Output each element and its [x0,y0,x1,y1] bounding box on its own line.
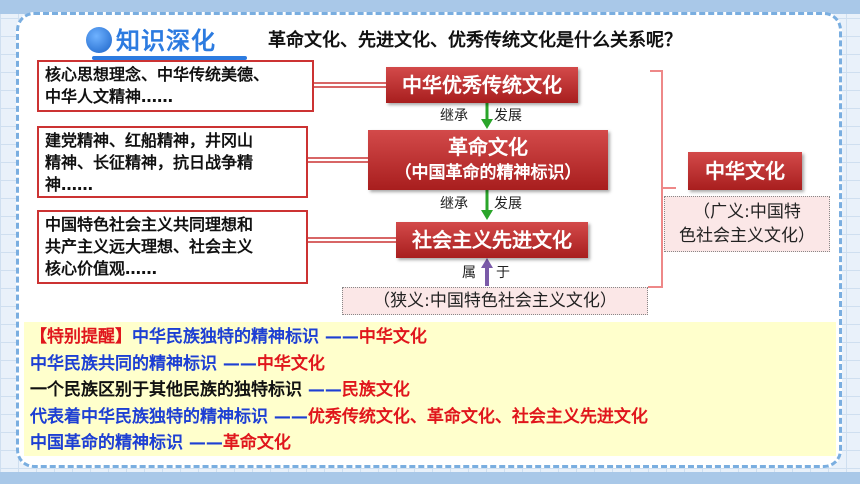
note-revolutionary: 建党精神、红船精神，井冈山 精神、长征精神，抗日战争精 神…… [37,126,308,198]
section-title-underline [92,56,247,60]
revolutionary-title: 革命文化 [448,135,528,159]
link2-left-label: 继承 [440,196,468,212]
reminder-row: 代表着中华民族独特的精神标识 ——优秀传统文化、革命文化、社会主义先进文化 [30,404,830,431]
note-traditional: 核心思想理念、中华传统美德、 中华人文精神…… [37,60,314,112]
section-title-text: 知识深化 [116,27,216,55]
link1-left-label: 继承 [440,108,468,124]
question-text: 革命文化、先进文化、优秀传统文化是什么关系呢？ [268,30,682,51]
reminder-result: 革命文化 [222,433,291,453]
link2-right-label: 发展 [494,196,522,212]
reminder-result: 民族文化 [341,380,410,400]
note-line: 建党精神、红船精神，井冈山 [45,131,254,150]
reminder-prefix: 【特别提醒】 [30,327,132,347]
note-socialist: 中国特色社会主义共同理想和 共产主义远大理想、社会主义 核心价值观…… [37,210,308,284]
reminder-dash: —— [302,380,342,400]
special-reminder-panel: 【特别提醒】中华民族独特的精神标识 ——中华文化 中华民族共同的精神标识 ——中… [24,322,836,456]
note-line: 核心思想理念、中华传统美德、 [45,65,270,84]
note-line: 中国特色社会主义共同理想和 [45,215,254,234]
section-title: 知识深化 [86,24,246,58]
box-chinese-culture: 中华文化 [688,152,802,190]
reminder-text: 中华民族共同的精神标识 [30,353,217,374]
reminder-result: 中华文化 [256,353,325,374]
link3-left-label: 属 [462,265,476,281]
box-traditional-culture: 中华优秀传统文化 [386,67,578,103]
reminder-text: 中国革命的精神标识 [30,433,183,453]
note-line: 中华人文精神…… [45,87,174,106]
link1-right-label: 发展 [494,108,522,124]
reminder-dash: —— [319,327,359,347]
reminder-text: 中华民族独特的精神标识 [132,327,319,347]
box-revolutionary-culture: 革命文化 （中国革命的精神标识） [368,130,608,190]
note-line: 精神、长征精神，抗日战争精 [45,153,254,172]
reminder-dash: —— [183,433,223,453]
reminder-result: 中华文化 [358,327,427,347]
bullet-dot-icon [86,27,112,53]
broad-line: （广义:中国特 [693,202,801,222]
reminder-row: 一个民族区别于其他民族的独特标识 ——民族文化 [30,377,830,404]
note-line: 神…… [45,175,94,194]
link3-right-label: 于 [496,265,510,281]
broad-definition: （广义:中国特 色社会主义文化） [664,196,830,252]
reminder-row: 【特别提醒】中华民族独特的精神标识 ——中华文化 [30,324,830,351]
box-socialist-culture: 社会主义先进文化 [396,222,588,258]
reminder-dash: —— [268,406,308,427]
note-line: 核心价值观…… [45,259,158,278]
top-rail [0,0,860,14]
reminder-dash: —— [217,353,257,374]
reminder-text: 一个民族区别于其他民族的独特标识 [30,380,302,400]
revolutionary-subtitle: （中国革命的精神标识） [394,163,582,183]
reminder-row: 中华民族共同的精神标识 ——中华文化 [30,351,830,378]
bottom-rail [0,472,860,484]
reminder-result: 优秀传统文化、革命文化、社会主义先进文化 [307,406,648,427]
broad-line: 色社会主义文化） [679,226,815,246]
narrow-definition: （狭义:中国特色社会主义文化） [342,287,648,315]
reminder-text: 代表着中华民族独特的精神标识 [30,406,268,427]
reminder-row: 中国革命的精神标识 ——革命文化 [30,430,830,457]
note-line: 共产主义远大理想、社会主义 [45,237,254,256]
